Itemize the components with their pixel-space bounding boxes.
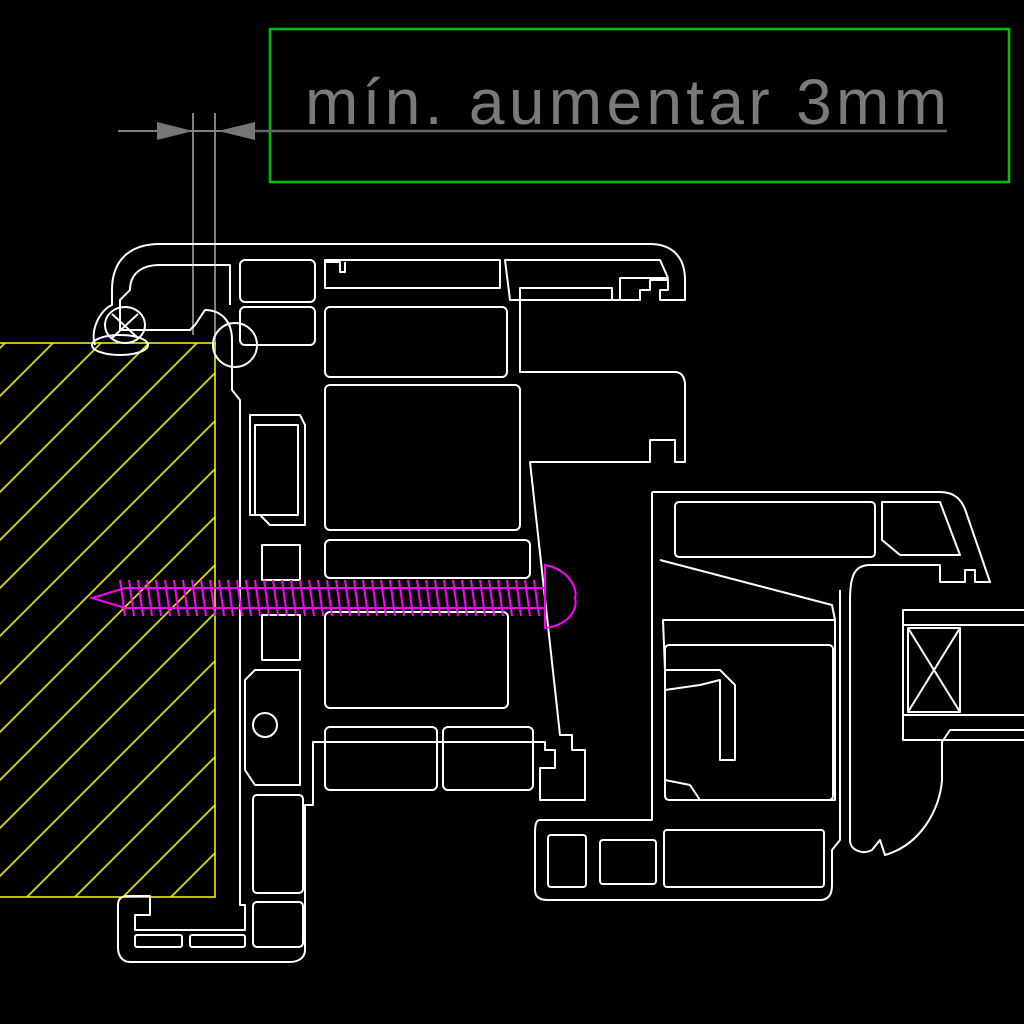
- annotation-frame: [268, 27, 1011, 184]
- thread-tooth: [236, 579, 243, 617]
- thread-tooth: [173, 579, 180, 617]
- thread-tooth: [128, 579, 135, 617]
- thread-tooth: [380, 579, 387, 617]
- thread-tooth: [533, 579, 540, 617]
- hatch-line: [0, 659, 215, 878]
- hatch-line: [0, 343, 103, 446]
- thread-tooth: [488, 579, 495, 617]
- thread-tooth: [227, 579, 234, 617]
- thread-tooth: [497, 579, 504, 617]
- thread-tooth: [398, 579, 405, 617]
- gasket: [91, 306, 149, 356]
- hatch-line: [0, 563, 215, 782]
- thread-tooth: [146, 579, 153, 617]
- frame-profile: [91, 243, 686, 963]
- thread-tooth: [524, 579, 531, 617]
- thread-tooth: [281, 579, 288, 617]
- thread-tooth: [200, 579, 207, 617]
- thread-tooth: [209, 579, 216, 617]
- thread-tooth: [443, 579, 450, 617]
- thread-tooth: [389, 579, 396, 617]
- thread-tooth: [416, 579, 423, 617]
- thread-tooth: [407, 579, 414, 617]
- hatch-line: [25, 707, 215, 897]
- glazing-unit: [902, 609, 1024, 741]
- thread-tooth: [425, 579, 432, 617]
- thread-tooth: [218, 579, 225, 617]
- wall-hatch: [0, 343, 215, 897]
- thread-tooth: [182, 579, 189, 617]
- arrowhead-right: [218, 122, 255, 140]
- thread-tooth: [434, 579, 441, 617]
- hatch-line: [0, 343, 55, 398]
- hatch-line: [0, 611, 215, 830]
- thread-tooth: [155, 579, 162, 617]
- hatch-line: [0, 343, 199, 542]
- thread-tooth: [461, 579, 468, 617]
- hatch-line: [0, 419, 215, 638]
- thread-tooth: [335, 579, 342, 617]
- thread-tooth: [362, 579, 369, 617]
- thread-tooth: [299, 579, 306, 617]
- thread-tooth: [272, 579, 279, 617]
- thread-tooth: [317, 579, 324, 617]
- screw-head: [544, 563, 577, 630]
- wall-outline: [0, 342, 216, 898]
- fixing-screw: [88, 563, 577, 630]
- screw-threads: [119, 579, 540, 617]
- thread-tooth: [308, 579, 315, 617]
- thread-tooth: [290, 579, 297, 617]
- wall-section: [0, 342, 216, 898]
- thread-tooth: [254, 579, 261, 617]
- hatch-line: [0, 371, 215, 590]
- thread-tooth: [263, 579, 270, 617]
- hatch-line: [0, 343, 151, 494]
- thread-tooth: [371, 579, 378, 617]
- hatch-line: [0, 515, 215, 734]
- thread-tooth: [137, 579, 144, 617]
- hatch-line: [0, 343, 7, 350]
- thread-tooth: [506, 579, 513, 617]
- thread-tooth: [326, 579, 333, 617]
- hatch-line: [73, 755, 215, 897]
- thread-tooth: [191, 579, 198, 617]
- thread-tooth: [164, 579, 171, 617]
- thread-tooth: [470, 579, 477, 617]
- thread-tooth: [344, 579, 351, 617]
- hatch-line: [121, 803, 215, 897]
- sash-profile: [534, 491, 1024, 901]
- dimension-3mm: [118, 113, 255, 345]
- arrowhead-left: [157, 122, 193, 140]
- thread-tooth: [452, 579, 459, 617]
- hatch-line: [0, 467, 215, 686]
- thread-tooth: [119, 579, 126, 617]
- thread-tooth: [515, 579, 522, 617]
- annotation-text: mín. aumentar 3mm: [305, 66, 947, 138]
- thread-tooth: [245, 579, 252, 617]
- thread-tooth: [353, 579, 360, 617]
- annotation-callout: mín. aumentar 3mm: [250, 27, 1011, 184]
- thread-tooth: [479, 579, 486, 617]
